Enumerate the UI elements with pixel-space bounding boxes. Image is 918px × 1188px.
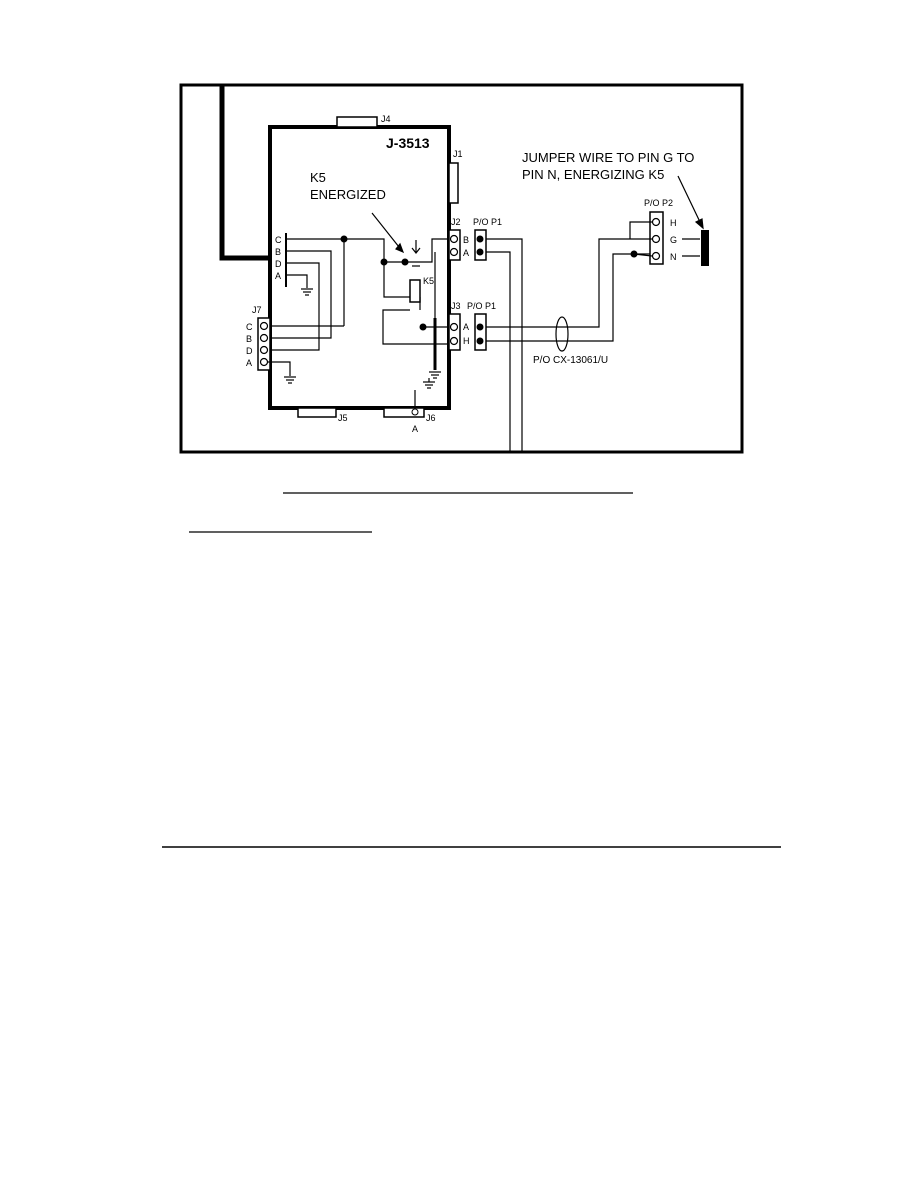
jumper-note-line1: JUMPER WIRE TO PIN G TO	[522, 150, 694, 165]
connector-j1-label: J1	[453, 149, 463, 159]
j7-pin-d: D	[246, 346, 253, 356]
connector-j3-label: J3	[451, 301, 461, 311]
connector-j1	[448, 162, 459, 204]
j7-ground-wire	[268, 361, 291, 376]
relay-contact-icon	[411, 240, 421, 267]
internal-pin-b: B	[275, 247, 281, 257]
p2-pin-g: G	[670, 235, 677, 245]
relay-callout-line2: ENERGIZED	[310, 187, 386, 202]
j6-ground-icon	[423, 378, 435, 389]
connector-j7	[257, 317, 271, 371]
p2-pin-n: N	[670, 252, 677, 262]
j7-pin-b: B	[246, 334, 252, 344]
relay-callout-line1: K5	[310, 170, 326, 185]
cable-bundle-marker	[555, 316, 569, 352]
unit-j3513-body	[268, 125, 451, 410]
j7-pin-a: A	[246, 358, 252, 368]
internal-pin-c: C	[275, 235, 282, 245]
plug-p1-upper-label: P/O P1	[473, 217, 502, 227]
jumper-wire-block	[701, 230, 709, 266]
j3-pin-h: H	[463, 336, 470, 346]
j2-pin-a: A	[463, 248, 469, 258]
j7-pin-c: C	[246, 322, 253, 332]
unit-title: J-3513	[386, 135, 430, 151]
relay-k5-label: K5	[423, 276, 434, 286]
relay-callout-arrow	[371, 212, 405, 254]
connector-j7-label: J7	[252, 305, 262, 315]
connector-j6	[383, 407, 425, 418]
p2-wiring	[629, 221, 700, 257]
p2-junction-dot	[630, 250, 638, 258]
p2-pin-circles	[651, 217, 661, 261]
p2-pin-h: H	[670, 218, 677, 228]
j2-pin-b: B	[463, 235, 469, 245]
j3-pin-circles	[449, 322, 459, 346]
j2-pin-circles	[449, 234, 459, 257]
jumper-note-line2: PIN N, ENERGIZING K5	[522, 167, 664, 182]
j6-pin	[411, 408, 419, 416]
j7-ground-icon	[284, 376, 296, 384]
j7-pin-circles	[259, 321, 269, 367]
p1-lower-pins	[476, 323, 484, 345]
connector-j5-label: J5	[338, 413, 348, 423]
connector-j4-label: J4	[381, 114, 391, 124]
connector-j3	[448, 313, 461, 351]
plug-p2-label: P/O P2	[644, 198, 673, 208]
plug-p1-upper	[474, 229, 487, 261]
connector-j2-label: J2	[451, 217, 461, 227]
j3-pin-a: A	[463, 322, 469, 332]
plug-p1-lower	[474, 313, 487, 351]
connector-j4	[336, 116, 378, 128]
relay-k5-coil	[409, 279, 421, 303]
internal-ground-icon	[301, 288, 313, 296]
p1-cables	[486, 238, 658, 452]
connector-j6-label: J6	[426, 413, 436, 423]
diagram-frame	[179, 83, 744, 454]
jumper-note-arrow	[677, 175, 704, 230]
p1-upper-pins	[476, 235, 484, 256]
connector-j5	[297, 407, 337, 418]
junction-dots	[340, 235, 427, 331]
j6-pin-label: A	[412, 424, 418, 434]
j3-ground-icon	[429, 371, 441, 379]
plug-p1-lower-label: P/O P1	[467, 301, 496, 311]
cable-label: P/O CX-13061/U	[533, 355, 608, 366]
internal-wiring	[268, 238, 449, 370]
internal-pin-d: D	[275, 259, 282, 269]
connector-j2	[448, 229, 461, 261]
internal-pin-a: A	[275, 271, 281, 281]
input-wire	[219, 85, 270, 261]
